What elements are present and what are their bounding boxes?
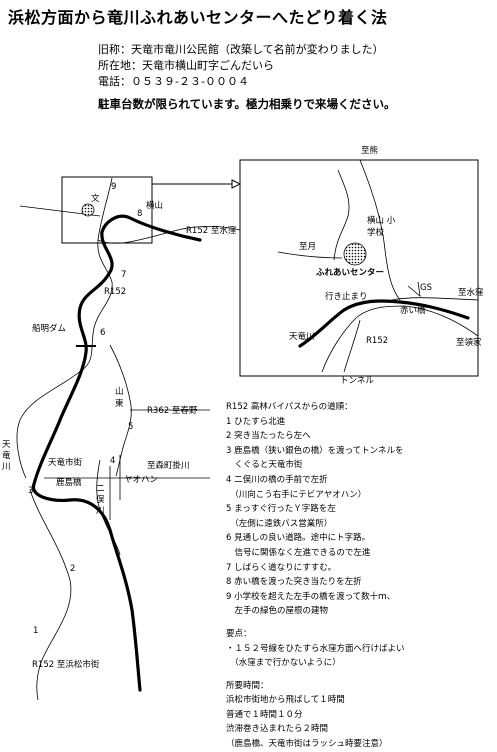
detail-arrow-head [231, 179, 242, 189]
hamamatsu-road [29, 489, 72, 701]
old-name-text: 旧称：天竜市竜川公民館（改築して名前が変わりました） [98, 43, 384, 56]
inset-label-r152: R152 [366, 336, 389, 346]
inset-label-yokoyama-school: 横山 小学校 [367, 216, 396, 238]
directions-steps: 1 ひたすら北進 2 突き当たったら左へ 3 鹿島橋（狭い銀色の橋）を渡ってトンネル… [226, 415, 405, 619]
address-text: 所在地：天竜市横山町字ごんだいら [98, 59, 274, 72]
label-yaohan: ヤオハン [124, 475, 159, 485]
page-title: 浜松方面から竜川ふれあいセンターへたどり着く法 [8, 8, 388, 27]
route-number-5: 5 [128, 422, 134, 432]
label-r152-mid: R152 [104, 287, 127, 297]
route-number-1: 1 [33, 626, 39, 636]
inset-shikuma-road [359, 159, 401, 301]
inset-label-center: ふれあいセンター [316, 268, 385, 278]
inset-label-shizuki: 至月 [299, 242, 317, 252]
route-number-6: 6 [100, 328, 106, 338]
route-number-4: 4 [110, 456, 116, 466]
inset-label-tunnel: トンネル [340, 376, 374, 386]
direction-step: 5 まっすぐ行ったＹ字路を左 [226, 504, 336, 515]
inset-label-tenryu-gawa: 天竜川 [289, 332, 315, 342]
time-item: 浜松市街地から飛ばして１時間 [226, 695, 345, 706]
direction-step: 2 突き当たったら左へ [226, 431, 311, 442]
label-r152-mizukubo: R152 至水窪 [186, 226, 237, 236]
inset-mizukubo-road [391, 297, 479, 301]
time-list: 浜松市街地から飛ばして１時間普通で１時間１０分渋滞巻き込まれたら２時間（鹿島橋、… [226, 693, 405, 751]
inset-label-shiryoke: 至領家 [456, 338, 482, 348]
direction-step: 3 鹿島橋（狭い銀色の橋）を渡ってトンネルを [226, 445, 404, 456]
label-shimoricho-kakegawa: 至森町掛川 [147, 461, 190, 471]
label-futamata-gawa: 二俣川 [96, 484, 105, 516]
direction-step: 1 ひたすら北進 [226, 416, 286, 427]
label-tenryu-shigai: 天竜市街 [48, 458, 83, 468]
route-map [16, 159, 479, 701]
inset-river [321, 305, 479, 373]
direction-step: くぐると天竜市街 [226, 460, 303, 471]
route-number-2: 2 [70, 564, 76, 574]
route-number-9: 9 [111, 182, 117, 192]
inset-label-gs: GS [420, 283, 432, 293]
inset-r152-branch [343, 319, 361, 373]
direction-step: 信号に関係なく左進できるので左進 [226, 547, 371, 558]
center-marker [81, 203, 95, 217]
route-r152 [31, 214, 202, 692]
direction-step: 6 見通しの良い道路。途中にト字路。 [226, 533, 371, 544]
point-item: ・１５２号線をひたすら水窪方面へ行けばよい [226, 643, 405, 654]
label-r362-haruno: R362 至春野 [147, 406, 198, 416]
label-tenryu-gawa: 天竜川 [2, 440, 11, 472]
direction-step: 4 二俣川の橋の手前で左折 [226, 474, 328, 485]
parking-notice: 駐車台数が限られています。極力相乗りで来場ください。 [98, 97, 396, 111]
direction-step: （左側に遠鉄バス営業所） [226, 518, 333, 529]
direction-step: 左手の緑色の屋根の建物 [226, 606, 329, 617]
inset-label-akai-bashi: 赤い橋 [400, 306, 426, 316]
time-heading: 所要時間： [226, 680, 269, 691]
label-yamahigashi: 山東 [115, 387, 124, 409]
futamata-river [96, 459, 121, 556]
r362-branch [109, 344, 132, 477]
time-item: 普通で１時間１０分 [226, 709, 303, 720]
inset-center-marker [343, 242, 367, 266]
directions-block: R152 高林バイパスからの道順： 1 ひたすら北進 2 突き当たったら左へ 3 鹿… [226, 400, 405, 752]
route-number-8: 8 [137, 209, 143, 219]
time-item: （鹿島橋、天竜市街はラッシュ時要注意） [226, 739, 388, 750]
inset-map-box [239, 159, 479, 377]
route-number-3: 3 [28, 486, 34, 496]
label-funaake-dam: 船明ダム [32, 324, 67, 334]
inset-school-road [333, 169, 350, 261]
label-yokoyama: 横山 [146, 201, 164, 211]
points-heading: 要点： [226, 628, 252, 639]
directions-heading: R152 高林バイパスからの道順： [226, 402, 353, 412]
point-item: （水窪まで行かないように） [226, 658, 341, 669]
inset-shizuki-road [277, 251, 343, 259]
points-list: ・１５２号線をひたすら水窪方面へ行けばよい （水窪まで行かないように） [226, 642, 405, 671]
label-school: 文 [91, 194, 100, 204]
inset-label-mizukubo: 至水窪 [458, 288, 484, 298]
direction-step: 9 小学校を超えた左手の橋を渡って数十ｍ、 [226, 591, 396, 602]
label-kashima-bashi: 鹿島橋 [56, 478, 82, 488]
route-number-7: 7 [121, 270, 127, 280]
phone-text: 電話：０５３９-２３-０００４ [98, 75, 249, 88]
inset-label-shikuma: 至熊 [361, 146, 379, 156]
direction-step: 8 赤い橋を渡った突き当たりを左折 [226, 577, 362, 588]
direction-step: （川向こう右手にテビアヤオハン） [226, 489, 367, 500]
inset-main-route [298, 299, 470, 348]
direction-step: 7 しばらく道なりにすすむ。 [226, 562, 337, 573]
label-r152-hamamatsu: R152 至浜松市街 [32, 660, 100, 670]
inset-label-ikidomari: 行き止まり [325, 292, 368, 302]
info-block: 旧称：天竜市竜川公民館（改築して名前が変わりました） 所在地：天竜市横山町字ごん… [98, 42, 384, 90]
inset-dead-end-mark [407, 281, 421, 297]
